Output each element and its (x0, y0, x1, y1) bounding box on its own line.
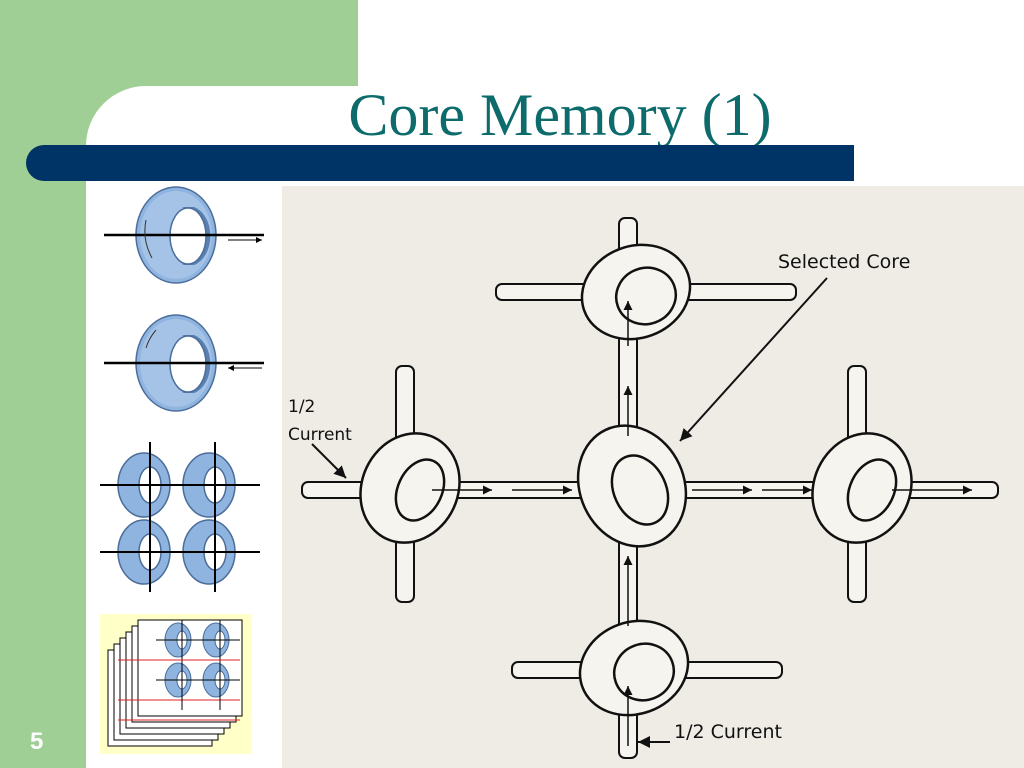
label-half-current-left-1: 1/2 (288, 397, 315, 417)
core-rings (359, 243, 913, 717)
label-half-current-left-2: Current (288, 425, 352, 445)
title-underline-bar (26, 145, 854, 181)
label-half-current-bottom: 1/2 Current (674, 721, 782, 743)
slide-title: Core Memory (1) (348, 82, 772, 148)
slide-number: 5 (30, 728, 44, 755)
core-memory-diagram: Selected Core 1/2 Current 1/2 Current (282, 186, 1024, 768)
core-plane-stack (100, 614, 252, 754)
core-illustration-2 (104, 314, 264, 412)
core-grid-2x2 (100, 442, 260, 592)
label-selected-core: Selected Core (778, 251, 910, 273)
core-illustration-1 (104, 186, 264, 284)
core-illustrations (100, 186, 264, 754)
